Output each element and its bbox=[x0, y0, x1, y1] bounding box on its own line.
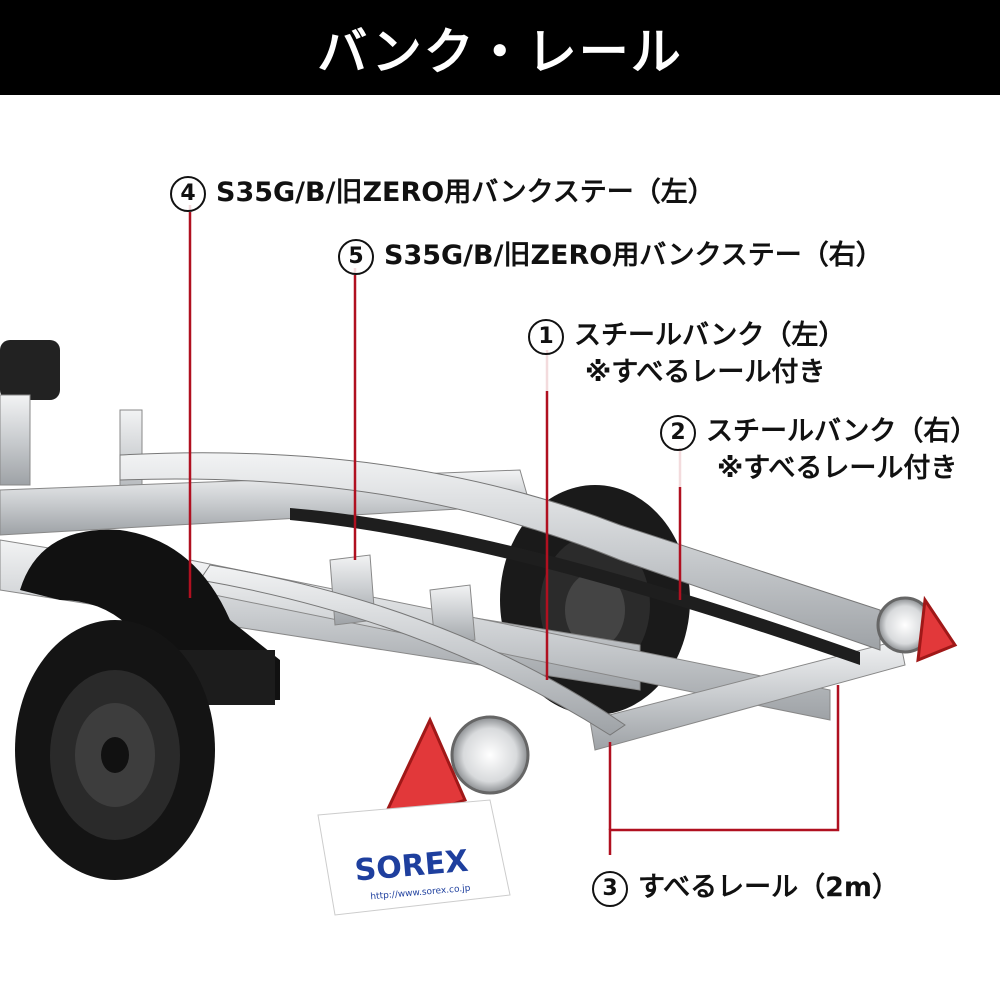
right-tail-lamp bbox=[876, 595, 958, 663]
callout-5: 5 S35G/B/旧ZERO用バンクステー（右） bbox=[338, 238, 883, 275]
title-banner: バンク・レール bbox=[0, 0, 1000, 95]
callout-1: 1 スチールバンク（左） ※すべるレール付き bbox=[528, 318, 846, 391]
steel-bunks bbox=[119, 452, 881, 736]
trailer-photo: SOREX http://www.sorex.co.jp bbox=[0, 205, 958, 916]
callout-3: 3 すべるレール（2m） bbox=[592, 870, 900, 907]
callout-label: S35G/B/旧ZERO用バンクステー（左） bbox=[216, 177, 715, 208]
callout-label: S35G/B/旧ZERO用バンクステー（右） bbox=[384, 240, 883, 271]
callout-label: スチールバンク（右） bbox=[706, 416, 978, 447]
callout-number: 3 bbox=[592, 870, 628, 907]
callout-number: 2 bbox=[660, 414, 696, 451]
callout-2: 2 スチールバンク（右） ※すべるレール付き bbox=[660, 414, 978, 487]
callout-number: 5 bbox=[338, 238, 374, 275]
callout-label: すべるレール（2m） bbox=[638, 872, 900, 903]
callout-number: 1 bbox=[528, 318, 564, 355]
callout-note: ※すべるレール付き bbox=[717, 452, 958, 484]
page-title: バンク・レール bbox=[317, 22, 683, 81]
callout-note: ※すべるレール付き bbox=[585, 356, 826, 388]
license-plate: SOREX http://www.sorex.co.jp bbox=[317, 799, 511, 916]
callout-label: スチールバンク（左） bbox=[574, 320, 846, 351]
left-tail-lamp bbox=[375, 715, 530, 833]
callout-number: 4 bbox=[170, 175, 206, 212]
main-wheel bbox=[15, 620, 215, 880]
leader-3 bbox=[608, 685, 840, 855]
callout-4: 4 S35G/B/旧ZERO用バンクステー（左） bbox=[170, 175, 715, 212]
